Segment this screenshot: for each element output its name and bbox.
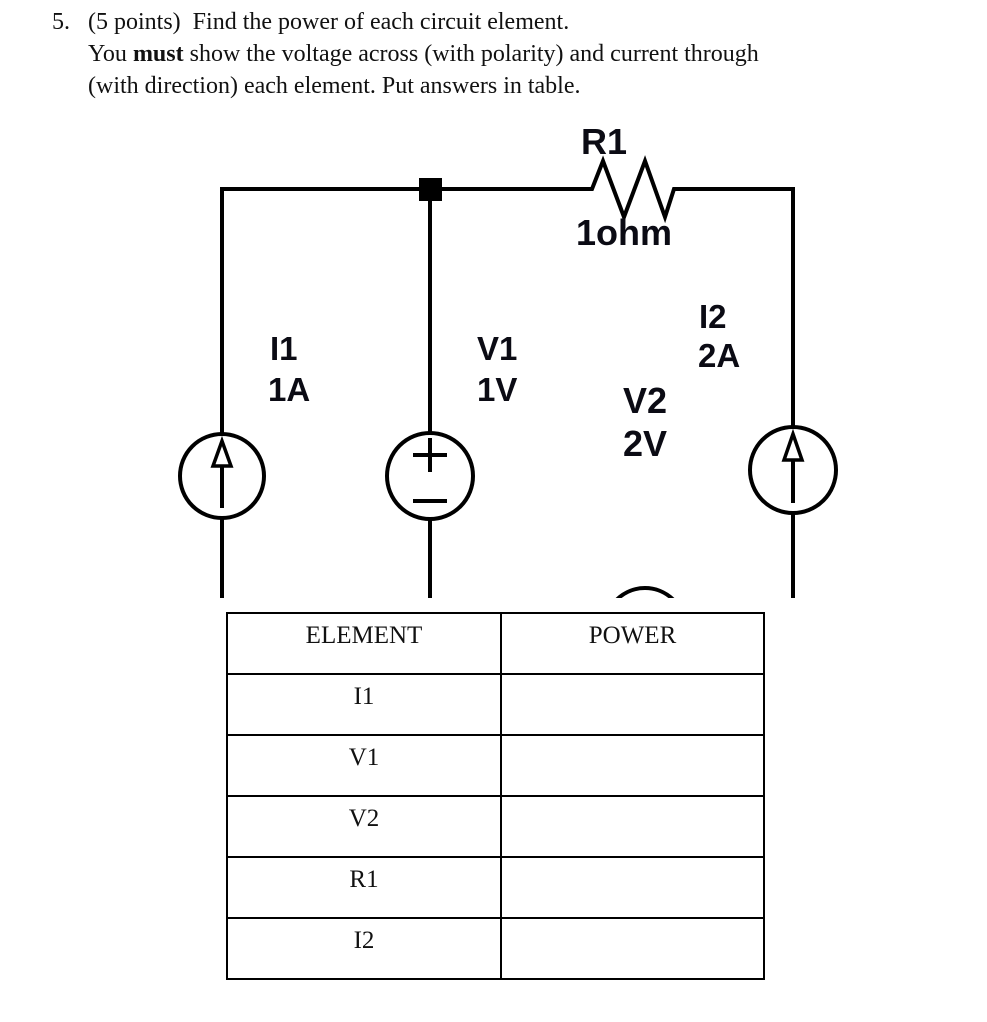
r1-value-label: 1ohm	[576, 212, 672, 253]
cell-element-v1: V1	[226, 734, 502, 797]
v1-circle	[385, 431, 475, 521]
table-row: I2	[226, 917, 765, 980]
resistor-r1-zigzag	[580, 155, 686, 224]
voltage-source-v1	[385, 431, 475, 521]
table-row: R1	[226, 856, 765, 919]
cell-power-v2[interactable]	[500, 795, 765, 858]
cell-element-i1: I1	[226, 673, 502, 736]
cell-power-i2[interactable]	[500, 917, 765, 980]
cell-element-r1: R1	[226, 856, 502, 919]
up-arrow-icon-2	[781, 428, 805, 462]
table-row: V2	[226, 795, 765, 858]
cell-power-r1[interactable]	[500, 856, 765, 919]
v2-value-label: 2V	[623, 423, 667, 464]
r1-name-label: R1	[581, 121, 627, 162]
table-header-row: ELEMENT POWER	[226, 612, 765, 675]
voltage-source-v2	[615, 586, 675, 598]
question-line-2: You must show the voltage across (with p…	[52, 38, 912, 70]
table-row: V1	[226, 734, 765, 797]
cell-power-i1[interactable]	[500, 673, 765, 736]
cell-power-v1[interactable]	[500, 734, 765, 797]
junction-dot-top	[419, 178, 442, 201]
question-line2-post: show the voltage across (with polarity) …	[183, 41, 759, 67]
question-points: (5 points)	[88, 9, 181, 35]
i1-value-label: 1A	[268, 371, 310, 408]
power-answer-table: ELEMENT POWER I1 V1 V2 R1 I2	[226, 612, 765, 980]
v2-circle	[615, 586, 675, 598]
v2-name-label: V2	[623, 380, 667, 421]
cell-element-v2: V2	[226, 795, 502, 858]
current-source-i2	[748, 425, 838, 515]
i2-value-label: 2A	[698, 337, 740, 374]
column-header-power: POWER	[500, 612, 765, 675]
current-source-i1	[178, 432, 266, 520]
cell-element-i2: I2	[226, 917, 502, 980]
circuit-diagram: I1 1A V1 1V R1 1ohm I2 2A	[0, 118, 987, 598]
question-emphasis-must: must	[132, 41, 184, 67]
v1-name-label: V1	[477, 330, 517, 367]
question-line-1: 5. (5 points) Find the power of each circ…	[52, 6, 912, 38]
question-line-3: (with direction) each element. Put answe…	[88, 73, 581, 99]
column-header-element: ELEMENT	[226, 612, 502, 675]
table-row: I1	[226, 673, 765, 736]
question-block: 5. (5 points) Find the power of each circ…	[52, 6, 912, 102]
i1-name-label: I1	[270, 330, 298, 367]
question-statement: Find the power of each circuit element.	[180, 9, 570, 35]
up-arrow-icon	[210, 435, 234, 468]
question-number: 5.	[52, 9, 70, 35]
v1-value-label: 1V	[477, 371, 517, 408]
i2-name-label: I2	[699, 298, 727, 335]
question-line2-pre: You	[88, 41, 133, 67]
